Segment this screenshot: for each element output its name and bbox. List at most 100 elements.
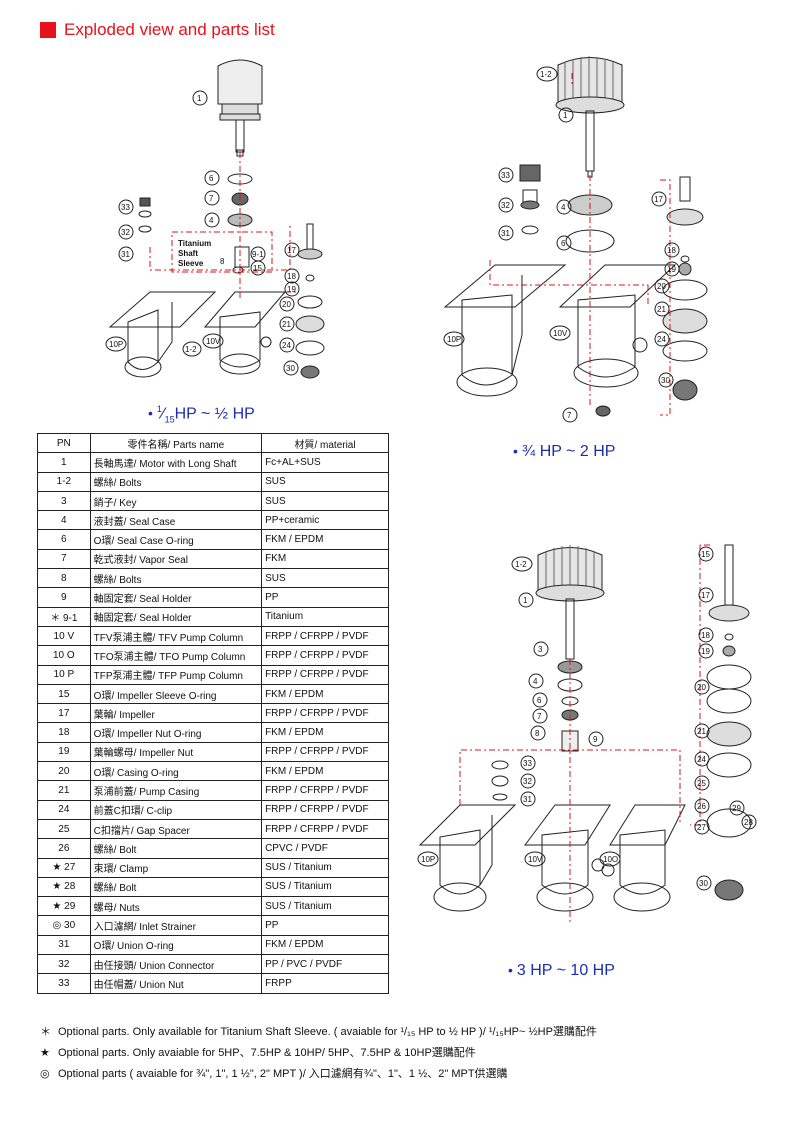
svg-text:31: 31 (501, 229, 510, 238)
svg-text:17: 17 (701, 591, 710, 600)
part-number: 4 (37, 510, 91, 531)
part-name: O環/ Union O-ring (89, 934, 263, 956)
svg-text:15: 15 (701, 550, 710, 559)
svg-text:10P: 10P (421, 855, 435, 864)
svg-text:21: 21 (657, 305, 666, 314)
part-number: 19 (37, 741, 91, 763)
caption-large-range: •3 HP ~ 10 HP (508, 962, 615, 979)
svg-text:24: 24 (282, 341, 291, 350)
svg-text:7: 7 (567, 411, 572, 420)
part-number: 1 (37, 452, 91, 473)
part-number: ◎ 30 (37, 915, 91, 936)
part-number: ★ 27 (37, 857, 91, 878)
part-number: 1-2 (37, 471, 91, 492)
part-material: Fc+AL+SUS (261, 452, 389, 473)
part-name: O環/ Impeller Nut O-ring (89, 722, 263, 743)
part-number: 26 (37, 838, 91, 859)
svg-text:21: 21 (282, 320, 291, 329)
header-pn: PN (37, 432, 91, 454)
exploded-view-small: 1 6 7 4 33 32 31 Titanium Shaft Sleeve 8… (105, 59, 325, 379)
svg-text:32: 32 (121, 228, 130, 237)
svg-text:4: 4 (561, 203, 566, 212)
part-number: 8 (37, 568, 91, 589)
svg-text:8: 8 (220, 257, 225, 266)
part-number: 10 V (37, 625, 91, 647)
part-name: 前蓋C扣環/ C-clip (89, 799, 263, 820)
part-number: 21 (37, 780, 91, 801)
part-number: 17 (37, 703, 91, 724)
svg-text:29: 29 (732, 804, 741, 813)
svg-text:31: 31 (121, 250, 130, 259)
caption-medium-range: •¾ HP ~ 2 HP (513, 443, 616, 460)
svg-text:28: 28 (744, 818, 753, 827)
part-name: C扣擋片/ Gap Spacer (89, 818, 263, 840)
svg-text:1: 1 (563, 111, 568, 120)
part-name: 螺絲/ Bolts (89, 471, 263, 492)
exploded-view-medium: 1-2 1 33 32 31 4 6 17 18 19 20 21 24 30 … (443, 56, 708, 423)
svg-text:3: 3 (538, 645, 543, 654)
part-name: TFP泵浦主體/ TFP Pump Column (89, 664, 263, 685)
section-heading: Exploded view and parts list (40, 20, 275, 40)
part-name: 螺絲/ Bolt (89, 876, 263, 898)
exploded-view-large: 1-2 1 3 4 6 7 8 9 33 32 31 10P 10V 10O 1… (417, 544, 757, 925)
part-name: 長軸馬達/ Motor with Long Shaft (89, 452, 263, 473)
svg-text:6: 6 (537, 696, 542, 705)
part-name: 葉輪螺母/ Impeller Nut (89, 741, 263, 763)
part-material: FRPP / CFRPP / PVDF (261, 741, 389, 763)
svg-text:10V: 10V (553, 329, 568, 338)
svg-text:20: 20 (282, 300, 291, 309)
svg-text:25: 25 (697, 779, 706, 788)
part-name: 由任接頭/ Union Connector (89, 954, 263, 975)
svg-text:30: 30 (286, 364, 295, 373)
svg-text:6: 6 (561, 239, 566, 248)
parts-table-header: PN 零件名稱/ Parts name 材質/ material (37, 432, 389, 454)
svg-text:15: 15 (253, 264, 262, 273)
part-name: 銷子/ Key (89, 490, 263, 512)
header-parts-name: 零件名稱/ Parts name (89, 432, 263, 454)
part-material: FRPP (261, 973, 389, 994)
svg-text:4: 4 (209, 216, 214, 225)
svg-text:33: 33 (121, 203, 130, 212)
part-name: 入口濾網/ Inlet Strainer (89, 915, 263, 936)
part-material: FKM / EPDM (261, 529, 389, 550)
part-name: TFO泵浦主體/ TFO Pump Column (89, 645, 263, 666)
part-material: FKM / EPDM (261, 722, 389, 743)
part-material: SUS (261, 490, 389, 512)
svg-text:33: 33 (501, 171, 510, 180)
svg-text:9-1: 9-1 (252, 250, 264, 259)
part-material: FRPP / CFRPP / PVDF (261, 703, 389, 724)
footnotes: ＊Optional parts. Only available for Tita… (40, 1022, 597, 1085)
svg-text:17: 17 (654, 195, 663, 204)
part-material: SUS / Titanium (261, 896, 389, 917)
svg-text:10V: 10V (528, 855, 543, 864)
part-material: FRPP / CFRPP / PVDF (261, 780, 389, 801)
part-name: 軸固定套/ Seal Holder (89, 606, 263, 627)
part-material: FRPP / CFRPP / PVDF (261, 625, 389, 647)
part-material: FKM / EPDM (261, 934, 389, 956)
part-number: ＊ 9-1 (37, 606, 91, 627)
svg-text:27: 27 (697, 823, 706, 832)
svg-text:4: 4 (533, 677, 538, 686)
part-number: ★ 29 (37, 896, 91, 917)
svg-text:Shaft: Shaft (178, 249, 198, 258)
part-material: PP (261, 587, 389, 608)
svg-text:18: 18 (701, 631, 710, 640)
note-titanium: ＊Optional parts. Only available for Tita… (40, 1026, 597, 1038)
